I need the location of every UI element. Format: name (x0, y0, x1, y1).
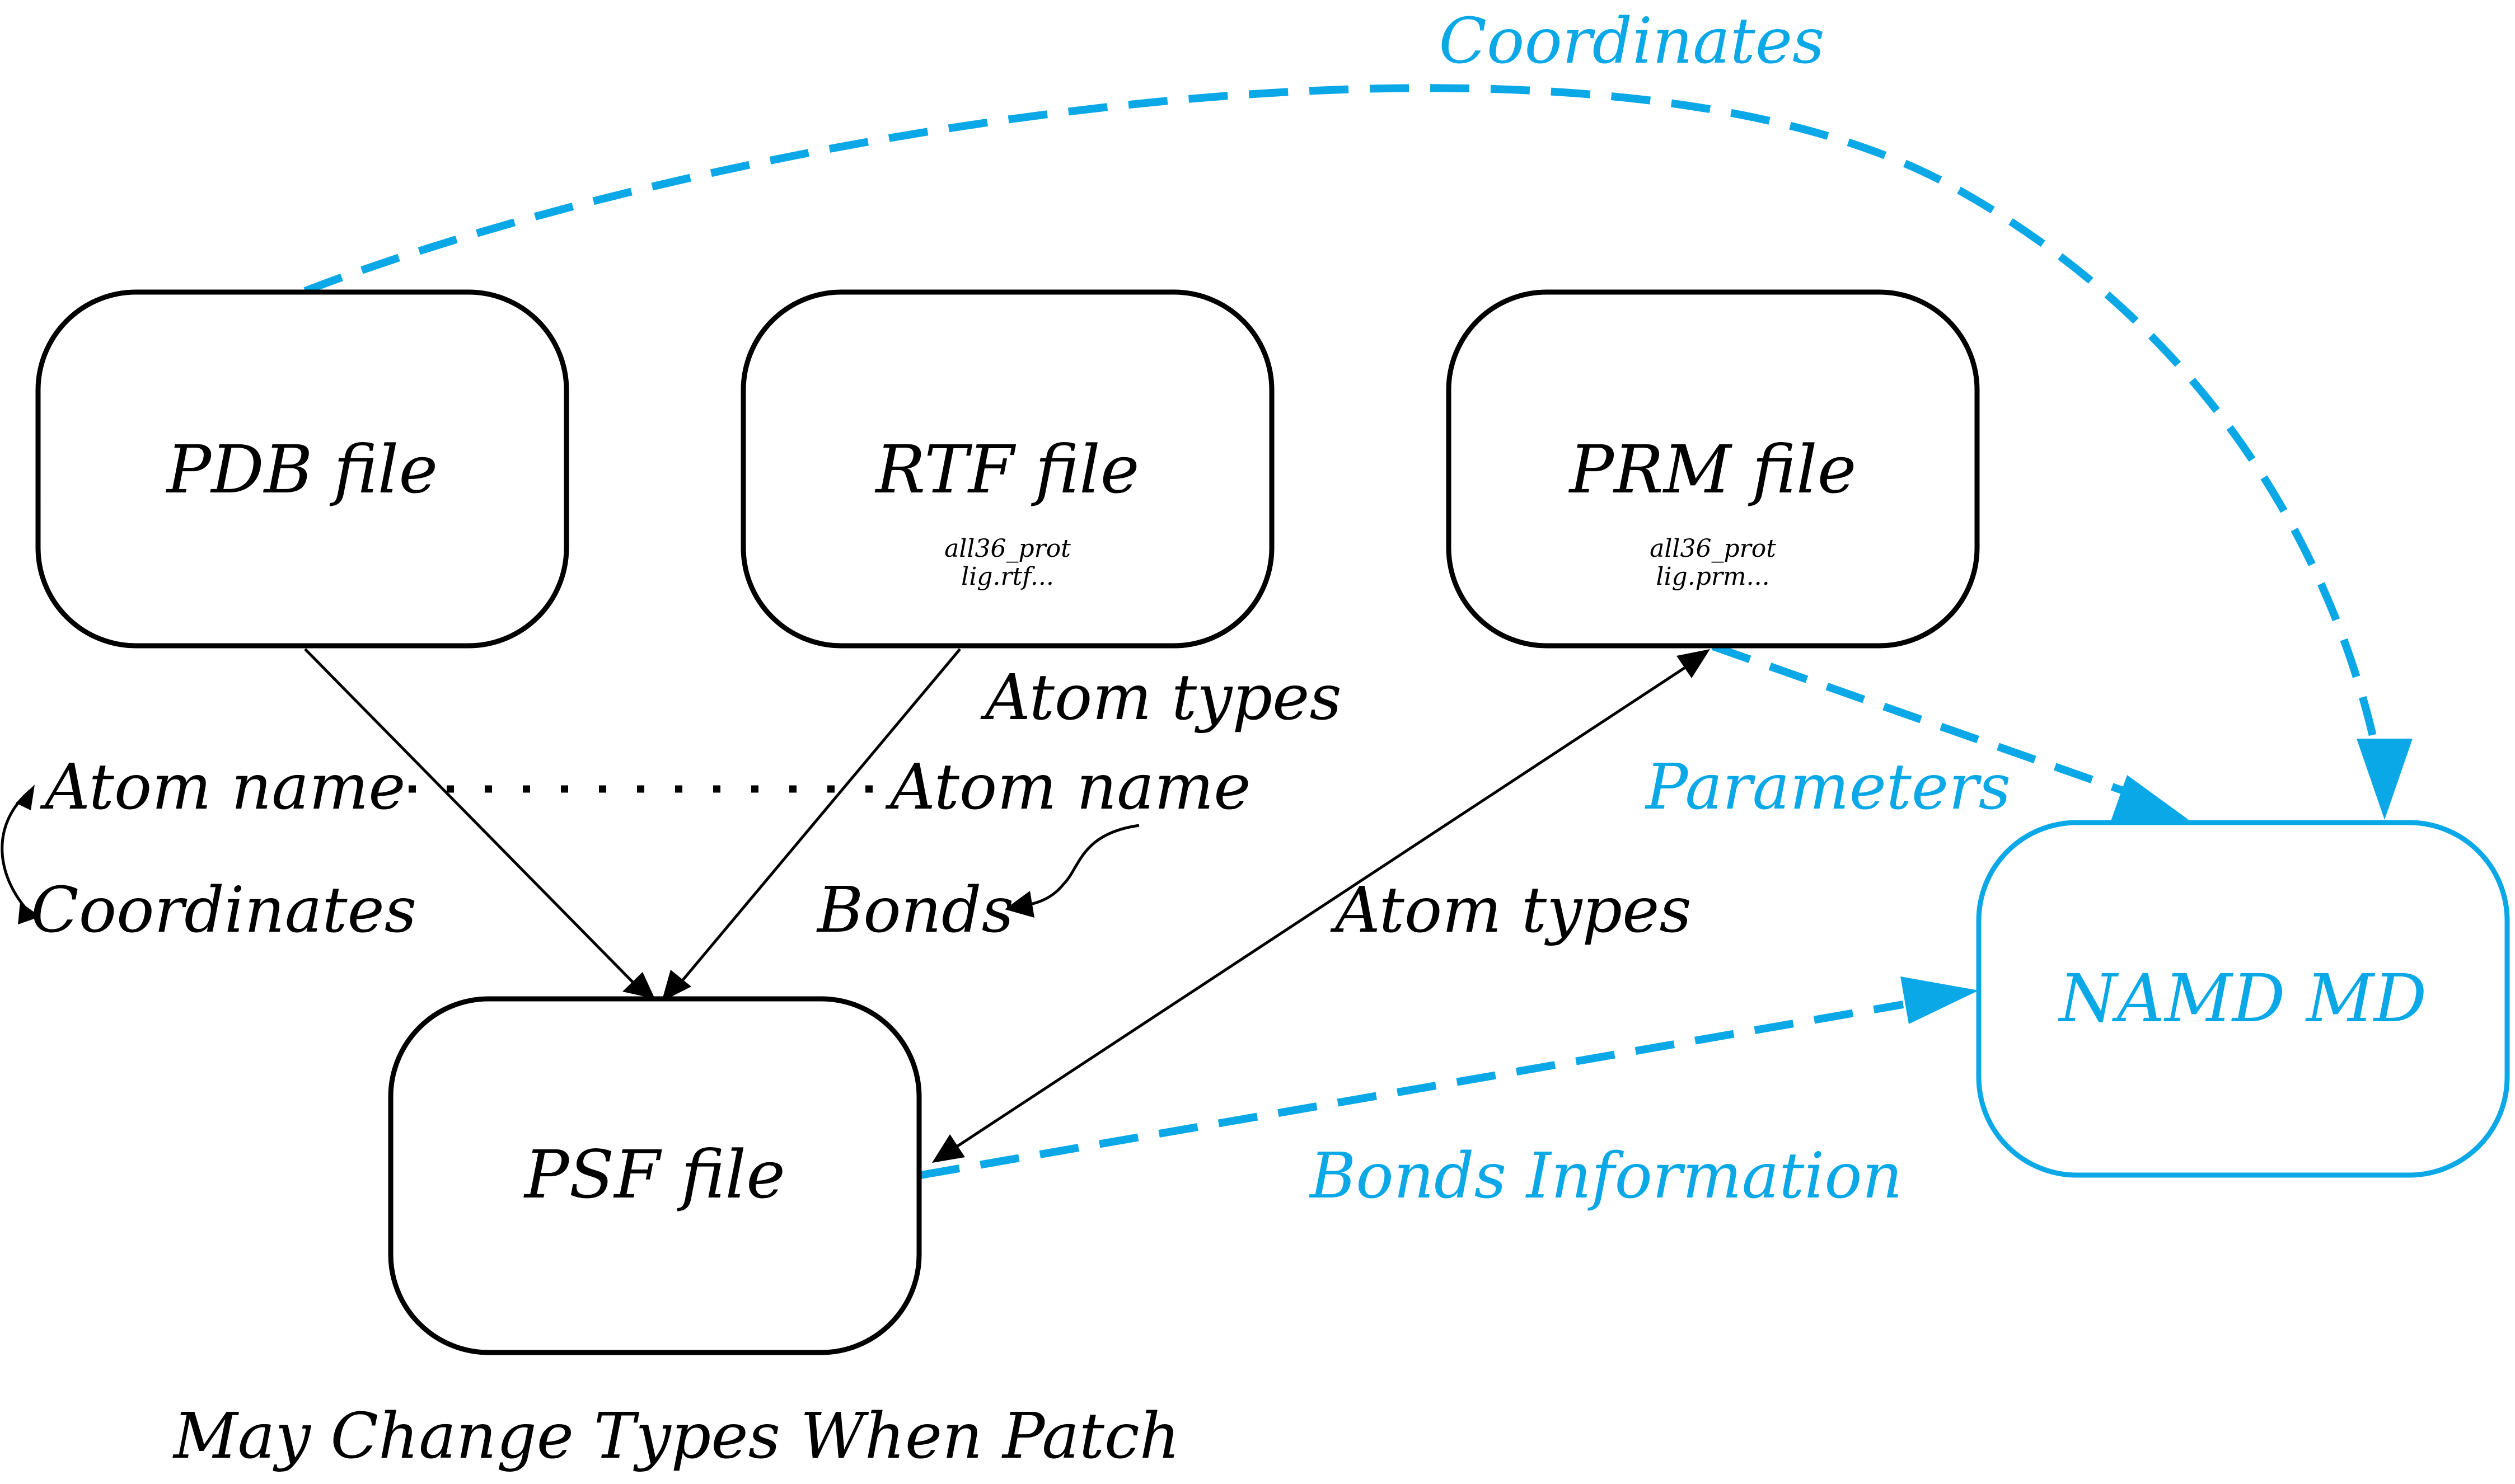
node-rtf-file-1: all36_prot (944, 534, 1071, 563)
arrowhead-coordinates (2357, 739, 2413, 820)
arrowhead-curl-bottom (18, 902, 40, 924)
node-rtf-file-2: lig.rtf... (961, 562, 1054, 591)
arrowhead-to-prm (1676, 649, 1710, 678)
arrowhead-curl-top (16, 785, 35, 810)
label-parameters: Parameters (1645, 751, 2011, 824)
node-psf[interactable]: PSF file (388, 996, 922, 1355)
node-rtf-title: RTF file (874, 431, 1139, 508)
arrowhead-rtf-psf (662, 970, 691, 1002)
label-bonds: Bonds (816, 874, 1014, 947)
edge-prm-to-namd-parameters (1711, 642, 2168, 810)
label-bonds-information: Bonds Information (1309, 1140, 1903, 1213)
edge-pdb-to-psf (304, 648, 645, 994)
node-pdb[interactable]: PDB file (35, 289, 569, 649)
node-prm[interactable]: PRM file all36_prot lig.prm... (1446, 289, 1980, 649)
arrowhead-pdb-psf (622, 972, 655, 999)
curl-atomname-coordinates (1, 789, 32, 912)
node-pdb-title: PDB file (166, 431, 438, 508)
node-prm-file-2: lig.prm... (1656, 562, 1769, 591)
edge-psf-to-namd-bonds (920, 1001, 1904, 1179)
arrowhead-bonds-information (1900, 976, 1979, 1024)
label-atom-name-right: Atom name (885, 751, 1251, 824)
label-coordinates-left: Coordinates (31, 874, 416, 947)
node-prm-title: PRM file (1568, 431, 1857, 508)
label-atom-name-left: Atom name (40, 751, 406, 824)
curl-atomname-bonds (1018, 824, 1140, 908)
arrowhead-curl-bonds (1005, 891, 1034, 918)
node-prm-file-1: all36_prot (1650, 534, 1776, 563)
label-coordinates-top: Coordinates (1439, 5, 1824, 78)
arrowhead-to-psf (932, 1134, 965, 1163)
label-patch-note: May Change Types When Patch (172, 1400, 1180, 1473)
node-namd-title: NAMD MD (2058, 960, 2427, 1037)
arrowhead-parameters (2110, 775, 2189, 823)
edge-rtf-to-psf (671, 648, 961, 994)
node-psf-title: PSF file (523, 1136, 785, 1213)
label-atom-types-prm: Atom types (1330, 874, 1692, 947)
edge-psf-prm-atom-types (942, 659, 1697, 1157)
label-atom-types-rtf: Atom types (980, 661, 1342, 734)
node-rtf[interactable]: RTF file all36_prot lig.rtf... (741, 289, 1275, 649)
edge-pdb-to-namd-coordinates (303, 84, 2388, 796)
node-namd[interactable]: NAMD MD (1976, 820, 2510, 1178)
